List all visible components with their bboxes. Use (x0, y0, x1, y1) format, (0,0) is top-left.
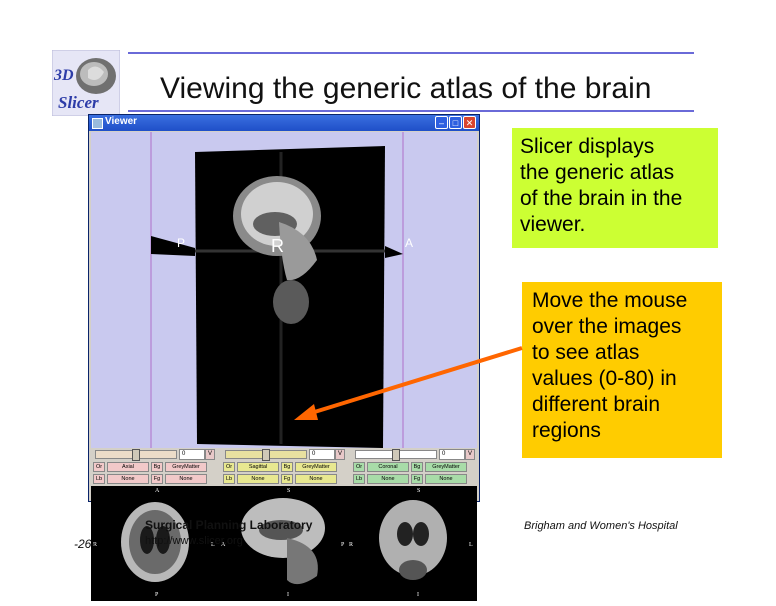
axial-orientation-menu[interactable]: Axial (107, 462, 149, 472)
close-button[interactable]: ✕ (463, 116, 476, 129)
coronal-lb-label: Lb (353, 474, 365, 484)
sagittal-bg-label: Bg (281, 462, 293, 472)
sagittal-label-right: P (341, 542, 345, 548)
sagittal-or-label: Or (223, 462, 235, 472)
axial-label-right: L (211, 542, 215, 548)
footer-hospital: Brigham and Women's Hospital (524, 520, 678, 532)
callout1-line1: Slicer displays (520, 135, 655, 158)
callout2-line3: to see atlas (532, 341, 640, 364)
sagittal-label-bottom: I (287, 592, 289, 598)
sagittal-lb-label: Lb (223, 474, 235, 484)
header-rule-top (128, 52, 694, 54)
viewer-app-icon (92, 118, 103, 129)
callout2-line1: Move the mouse (532, 289, 688, 312)
sagittal-orientation-menu[interactable]: Sagittal (237, 462, 279, 472)
axial-or-label: Or (93, 462, 105, 472)
slice-images (121, 498, 447, 585)
viewer-window-title: Viewer (105, 116, 138, 127)
coronal-visibility-button[interactable]: V (465, 449, 475, 460)
coronal-fg-menu[interactable]: None (425, 474, 467, 484)
sagittal-label-left: A (221, 542, 226, 548)
callout-atlas-display: Slicer displays the generic atlas of the… (512, 128, 718, 248)
coronal-label-right: L (469, 542, 473, 548)
sagittal-fg-menu[interactable]: None (295, 474, 337, 484)
callout2-line5: different brain (532, 393, 661, 416)
callout-mouse-over: Move the mouse over the images to see at… (522, 282, 722, 458)
axial-visibility-button[interactable]: V (205, 449, 215, 460)
orientation-label-left: P (177, 236, 186, 250)
coronal-bg-label: Bg (411, 462, 423, 472)
callout1-line4: viewer. (520, 213, 586, 236)
maximize-button[interactable]: □ (449, 116, 462, 129)
viewer-window[interactable]: Viewer – □ ✕ P R A 0 V Or (88, 114, 480, 601)
svg-text:3D: 3D (53, 67, 74, 84)
slide-title: Viewing the generic atlas of the brain (160, 72, 652, 105)
coronal-label-top: S (417, 488, 421, 494)
axial-offset-field[interactable]: 0 (179, 449, 205, 460)
axial-label-top: A (155, 488, 160, 494)
axial-slider[interactable] (95, 449, 177, 461)
axial-bg-label: Bg (151, 462, 163, 472)
3d-view[interactable]: P R A (91, 132, 477, 448)
pointer-arrow (294, 346, 523, 420)
callout2-line6: regions (532, 419, 601, 442)
svg-text:Slicer: Slicer (58, 93, 99, 112)
axial-fg-menu[interactable]: None (165, 474, 207, 484)
axial-controls: 0 V Or Axial Bg GreyMatter Lb None Fg No… (93, 448, 221, 486)
coronal-slider-thumb[interactable] (392, 449, 400, 461)
page-number: -26- (74, 537, 96, 551)
coronal-fg-label: Fg (411, 474, 423, 484)
coronal-or-label: Or (353, 462, 365, 472)
sagittal-visibility-button[interactable]: V (335, 449, 345, 460)
sagittal-slider-thumb[interactable] (262, 449, 270, 461)
coronal-label-left: R (349, 542, 354, 548)
callout2-line4: values (0-80) in (532, 367, 677, 390)
axial-slider-thumb[interactable] (132, 449, 140, 461)
sagittal-fg-label: Fg (281, 474, 293, 484)
sagittal-offset-field[interactable]: 0 (309, 449, 335, 460)
header-rule-bottom (128, 110, 694, 112)
axial-lb-label: Lb (93, 474, 105, 484)
slice-views[interactable]: A R L P S A P I S R L I (91, 486, 477, 601)
axial-label-left: R (93, 542, 98, 548)
coronal-label-bottom: I (417, 592, 419, 598)
coronal-bg-menu[interactable]: GreyMatter (425, 462, 467, 472)
sagittal-label-top: S (287, 488, 291, 494)
axial-bg-menu[interactable]: GreyMatter (165, 462, 207, 472)
coronal-controls: 0 V Or Coronal Bg GreyMatter Lb None Fg … (353, 448, 481, 486)
sagittal-controls: 0 V Or Sagittal Bg GreyMatter Lb None Fg… (223, 448, 351, 486)
viewer-titlebar[interactable]: Viewer – □ ✕ (89, 115, 479, 131)
coronal-slider[interactable] (355, 449, 437, 461)
orientation-label-center: R (271, 236, 284, 256)
sagittal-slider[interactable] (225, 449, 307, 461)
sagittal-bg-menu[interactable]: GreyMatter (295, 462, 337, 472)
orientation-label-right: A (405, 236, 414, 250)
slicer-logo: 3D Slicer (51, 49, 121, 117)
coronal-offset-field[interactable]: 0 (439, 449, 465, 460)
minimize-button[interactable]: – (435, 116, 448, 129)
axial-label-bottom: P (155, 592, 159, 598)
callout1-line3: of the brain in the (520, 187, 683, 210)
axial-fg-label: Fg (151, 474, 163, 484)
footer-lab-name: Surgical Planning Laboratory (145, 518, 313, 532)
slice-control-panels: 0 V Or Axial Bg GreyMatter Lb None Fg No… (91, 448, 477, 486)
sagittal-lb-menu[interactable]: None (237, 474, 279, 484)
coronal-lb-menu[interactable]: None (367, 474, 409, 484)
callout2-line2: over the images (532, 315, 682, 338)
callout1-line2: the generic atlas (520, 161, 675, 184)
footer-url[interactable]: http://www.slicer.org (145, 535, 243, 547)
coronal-orientation-menu[interactable]: Coronal (367, 462, 409, 472)
axial-lb-menu[interactable]: None (107, 474, 149, 484)
